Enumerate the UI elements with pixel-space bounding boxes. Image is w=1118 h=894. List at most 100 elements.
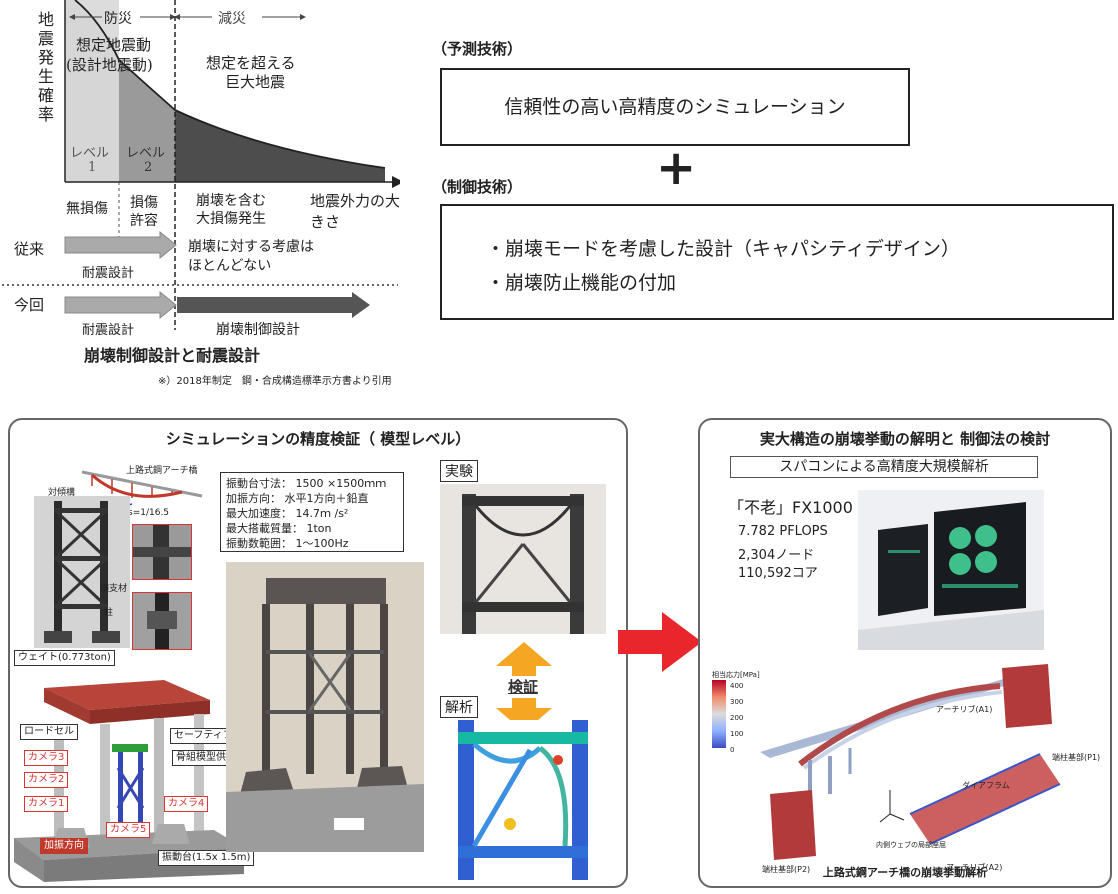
lateral-label: 横支材 <box>100 584 128 594</box>
verify-arrow-graphic <box>496 642 552 732</box>
x-axis-label-1: 地震外力の大きさ <box>310 192 401 231</box>
sway-label: 対傾構 <box>48 488 76 498</box>
beyond-eq-label-2: 巨大地震 <box>225 73 286 91</box>
risk-chart: 地震発生確率 防災 減災 想定地震動 (設計地震動) 想定を超える 巨大地震 レ… <box>0 0 401 387</box>
camera3-label: カメラ3 <box>24 750 69 766</box>
experiment-photo-graphic <box>440 484 606 634</box>
assumed-eq-label: 想定地震動 <box>76 36 152 54</box>
legend-tick-1: 400 <box>730 682 744 690</box>
weight-label: ウェイト(0.773ton) <box>14 650 115 666</box>
shake-table-specs: 振動台寸法： 1500 ×1500ｍｍ 加振方向： 水平1方向＋鉛直 最大加速度… <box>220 472 404 552</box>
supercomputer-name: 「不老」FX1000 <box>728 498 853 517</box>
model-verification-title: シミュレーションの精度検証（ 模型レベル） <box>165 430 471 448</box>
legend-tick-3: 200 <box>730 714 744 722</box>
supercomputer-nodes: 2,304ノード <box>738 548 815 563</box>
control-item-1: ・崩壊モードを考慮した設計（キャパシティデザイン） <box>486 238 960 260</box>
model-verification-panel: シミュレーションの精度検証（ 模型レベル） 上路式鋼アーチ橋 対傾構 s=1/1… <box>8 418 628 888</box>
spec-direction: 加振方向： 水平1方向＋鉛直 <box>226 492 369 505</box>
before-label: 従来 <box>14 240 45 258</box>
no-damage-label: 無損傷 <box>66 201 108 217</box>
before-note-1: 崩壊に対する考慮は <box>188 239 314 255</box>
control-tech-label: （制御技術） <box>432 178 523 196</box>
camera1-label: カメラ1 <box>24 796 69 812</box>
spec-size: 振動台寸法： 1500 ×1500ｍｍ <box>226 477 387 490</box>
pier-p1-label: 端柱基部(P1) <box>1052 753 1101 762</box>
beyond-eq-label-1: 想定を超える <box>206 54 296 72</box>
risk-chart-source: ※）2018年制定 鋼・合成構造標準示方書より引用 <box>158 376 392 387</box>
supercomputer-photo <box>858 490 1044 650</box>
shake-table-photo-graphic <box>226 562 424 852</box>
prediction-tech-box: 信頼性の高い高精度のシミュレーション <box>440 68 910 146</box>
arch-rib-a2-label: アーチリブ(A2) <box>946 863 1003 872</box>
pier-p2-label: 端柱基部(P2) <box>762 865 811 874</box>
before-note-2: ほとんどない <box>188 258 272 274</box>
before-design-label: 耐震設計 <box>82 266 135 281</box>
analysis-image <box>440 720 606 880</box>
excitation-dir-label: 加振方向 <box>40 838 88 854</box>
spec-mass: 最大搭載質量： 1ton <box>226 522 332 535</box>
now-label: 今回 <box>14 296 45 314</box>
risk-chart-caption: 崩壊制御設計と耐震設計 <box>84 346 261 365</box>
shake-table-photo <box>226 562 424 852</box>
full-scale-caption: 上路式鋼アーチ橋の崩壊挙動解析 <box>822 866 988 879</box>
analysis-image-graphic <box>458 720 588 880</box>
risk-chart-graphic <box>2 0 400 330</box>
bridge-label: 上路式鋼アーチ橋 <box>126 466 198 476</box>
transition-arrow <box>618 612 702 672</box>
supercomputer-subtitle: スパコンによる高精度大規模解析 <box>730 456 1038 478</box>
stress-legend-ticks: 400 300 200 100 0 <box>730 678 743 758</box>
camera4-label: カメラ4 <box>164 796 209 812</box>
level2-label: レベル <box>126 146 166 161</box>
experiment-photo <box>440 484 606 634</box>
damage-allowed-1: 損傷 <box>130 195 158 211</box>
analysis-label: 解析 <box>440 696 478 718</box>
design-eq-label: (設計地震動) <box>66 56 153 74</box>
shake-table-label: 振動台(1.5x 1.5m) <box>158 850 255 866</box>
verify-label: 検証 <box>508 678 539 696</box>
experiment-label: 実験 <box>440 460 478 482</box>
legend-tick-4: 100 <box>730 730 744 738</box>
level1-number: 1 <box>88 160 97 175</box>
prediction-tech-text: 信頼性の高い高精度のシミュレーション <box>504 96 846 118</box>
scale-label: s=1/16.5 <box>128 508 170 518</box>
legend-tick-5: 0 <box>730 746 735 754</box>
now-design-label: 耐震設計 <box>82 323 135 338</box>
major-damage-2: 大損傷発生 <box>196 211 266 227</box>
full-scale-title: 実大構造の崩壊挙動の解明と 制御法の検討 <box>759 430 1051 448</box>
spec-acceleration: 最大加速度： 14.7ｍ /s² <box>226 507 349 520</box>
detail-photo-2 <box>132 592 192 650</box>
supercomputer-cores: 110,592コア <box>738 566 818 581</box>
level1-label: レベル <box>70 146 110 161</box>
major-damage-1: 崩壊を含む <box>196 193 266 209</box>
stress-legend-title: 相当応力[MPa] <box>712 671 760 679</box>
plus-sign: + <box>656 140 697 196</box>
loadcell-label: ロードセル <box>20 724 78 740</box>
supercomputer-perf: 7.782 PFLOPS <box>738 524 828 539</box>
arch-rib-a1-label: アーチリブ(A1) <box>936 705 993 714</box>
now-collapse-design-label: 崩壊制御設計 <box>216 322 300 338</box>
arch-bridge-analysis-graphic <box>760 664 1061 860</box>
camera5-label: カメラ5 <box>106 822 151 838</box>
y-axis-label: 地震発生確率 <box>38 10 55 124</box>
zone-prevention-label: 防災 <box>104 11 132 27</box>
legend-tick-2: 300 <box>730 698 744 706</box>
damage-allowed-2: 許容 <box>130 213 158 229</box>
column-label: 柱 <box>104 608 114 618</box>
camera2-label: カメラ2 <box>24 772 69 788</box>
transition-arrow-graphic <box>618 612 702 672</box>
control-tech-box: ・崩壊モードを考慮した設計（キャパシティデザイン） ・崩壊防止機能の付加 <box>440 204 1114 320</box>
inner-web-label: 内側ウェブの局部座屈 <box>876 841 946 849</box>
supercomputer-photo-graphic <box>858 490 1044 650</box>
arch-bridge-analysis <box>740 664 1108 864</box>
frame-model-photo <box>34 496 130 648</box>
prediction-tech-label: （予測技術） <box>432 40 523 58</box>
full-scale-panel: 実大構造の崩壊挙動の解明と 制御法の検討 スパコンによる高精度大規模解析 「不老… <box>698 418 1112 888</box>
control-item-2: ・崩壊防止機能の付加 <box>486 272 677 294</box>
detail-photo-1 <box>132 524 192 580</box>
frame-model-graphic <box>34 496 130 648</box>
verify-arrow <box>494 642 554 732</box>
stress-legend-bar <box>712 680 726 748</box>
spec-frequency: 振動数範囲： 1〜100Hz <box>226 537 349 550</box>
level2-number: 2 <box>144 160 153 175</box>
diaphragm-label: ダイアフラム <box>962 781 1010 790</box>
